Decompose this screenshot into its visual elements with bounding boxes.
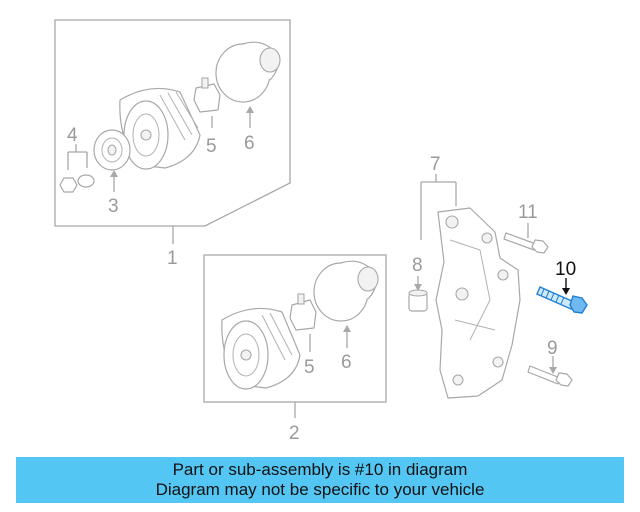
alternator-1[interactable] (119, 87, 201, 170)
callout-3[interactable]: 3 (108, 196, 119, 217)
banner-line-1: Part or sub-assembly is #10 in diagram (172, 460, 468, 479)
callout-5b[interactable]: 5 (304, 357, 315, 378)
bolt-9[interactable] (527, 365, 573, 387)
alternator-2[interactable] (221, 307, 301, 390)
callout-9[interactable]: 9 (547, 338, 558, 359)
regulator-5b[interactable] (289, 293, 317, 331)
callout-4[interactable]: 4 (67, 125, 78, 146)
callout-2[interactable]: 2 (289, 423, 300, 444)
assembly-box-1 (54, 19, 291, 227)
bolt-11[interactable] (503, 232, 549, 254)
callout-7[interactable]: 7 (430, 154, 441, 175)
callout-1[interactable]: 1 (167, 248, 178, 269)
info-banner: Part or sub-assembly is #10 in diagram D… (16, 457, 624, 503)
bolt-10[interactable] (536, 286, 588, 314)
callout-8[interactable]: 8 (412, 255, 423, 276)
callout-5a[interactable]: 5 (206, 136, 217, 157)
regulator-5[interactable] (193, 77, 221, 113)
cover-6b[interactable] (313, 260, 379, 322)
pulley-3[interactable] (93, 129, 131, 171)
callout-6a[interactable]: 6 (244, 133, 255, 154)
callout-6b[interactable]: 6 (341, 352, 352, 373)
callout-10[interactable]: 10 (555, 259, 576, 280)
banner-line-2: Diagram may not be specific to your vehi… (155, 480, 485, 499)
cover-6[interactable] (215, 41, 281, 103)
bracket-7[interactable] (435, 207, 521, 399)
callout-11[interactable]: 11 (518, 202, 538, 223)
bushing-8[interactable] (408, 289, 428, 312)
nut-4[interactable] (59, 174, 95, 193)
